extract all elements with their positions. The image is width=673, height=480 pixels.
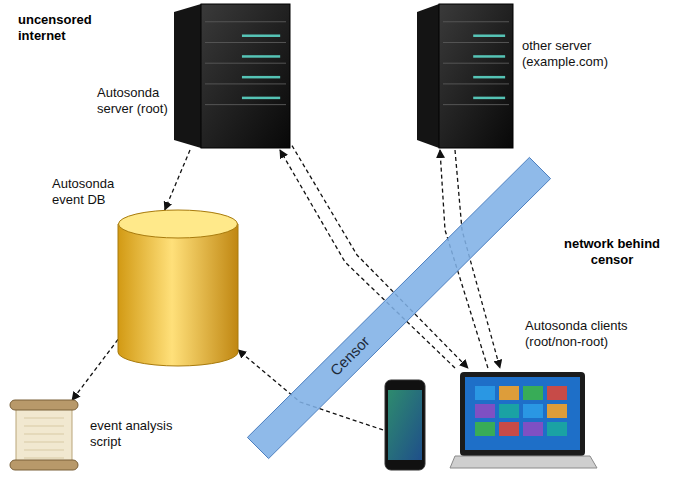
scroll-line — [24, 450, 64, 451]
server-light — [242, 55, 280, 58]
script-scroll: event analysis script — [8, 398, 80, 472]
db-icon — [118, 210, 238, 366]
db-top — [119, 210, 238, 238]
client-devices: Autosonda clients (root/non-root) — [383, 368, 598, 472]
scroll-line — [24, 434, 64, 435]
screen-tile — [475, 422, 495, 436]
server-icon — [415, 2, 515, 150]
screen-tile — [547, 386, 567, 400]
server-bay — [443, 63, 509, 64]
server-front — [439, 4, 513, 148]
server-side — [417, 4, 439, 148]
scroll-line — [24, 418, 64, 419]
server-bay — [205, 42, 286, 43]
screen-tile — [523, 386, 543, 400]
server-node: Autosonda server (root) — [172, 2, 292, 150]
server-bay — [205, 83, 286, 84]
dashed-arrow — [165, 150, 190, 210]
server-bay — [443, 83, 509, 84]
screen-tile — [547, 404, 567, 418]
server-front — [201, 4, 290, 148]
screen-tile — [523, 422, 543, 436]
clients-icon — [383, 368, 598, 472]
scroll-line — [24, 458, 64, 459]
screen-tile — [499, 386, 519, 400]
server-light — [473, 97, 505, 100]
server-light — [473, 55, 505, 58]
server-bay — [205, 21, 286, 22]
server-bay — [205, 104, 286, 105]
server-light — [242, 34, 280, 37]
scroll-icon — [8, 398, 80, 472]
server-icon — [172, 2, 292, 150]
screen-tile — [475, 404, 495, 418]
laptop-bezel — [460, 372, 585, 456]
server-bay — [443, 104, 509, 105]
server-side — [174, 4, 201, 148]
database-cylinder: Autosonda event DB — [118, 210, 238, 366]
laptop-base — [450, 456, 597, 468]
server-bay — [205, 63, 286, 64]
server-bay — [443, 21, 509, 22]
screen-tile — [499, 404, 519, 418]
laptop-screen — [465, 377, 580, 450]
server-light — [242, 76, 280, 79]
node-label: other server (example.com) — [522, 38, 618, 69]
dashed-arrow — [72, 339, 118, 400]
scroll-roll — [10, 460, 78, 470]
scroll-roll — [10, 400, 78, 410]
node-label: Autosonda event DB — [52, 176, 122, 207]
phone-body — [385, 380, 425, 470]
scroll-line — [24, 442, 64, 443]
server-bay — [443, 42, 509, 43]
node-label: event analysis script — [90, 418, 194, 449]
server-light — [473, 76, 505, 79]
region-label: network behind censor — [556, 236, 668, 267]
server-light — [473, 34, 505, 37]
region-label: uncensored internet — [18, 12, 108, 43]
server-node: other server (example.com) — [415, 2, 515, 150]
server-light — [242, 97, 280, 100]
node-label: Autosonda server (root) — [97, 85, 169, 116]
scroll-sheet — [16, 406, 72, 464]
phone-screen — [388, 390, 422, 460]
db-body — [118, 224, 238, 366]
scroll-line — [24, 426, 64, 427]
screen-tile — [547, 422, 567, 436]
screen-tile — [499, 422, 519, 436]
node-label: Autosonda clients (root/non-root) — [525, 318, 645, 349]
screen-tile — [475, 386, 495, 400]
screen-tile — [523, 404, 543, 418]
